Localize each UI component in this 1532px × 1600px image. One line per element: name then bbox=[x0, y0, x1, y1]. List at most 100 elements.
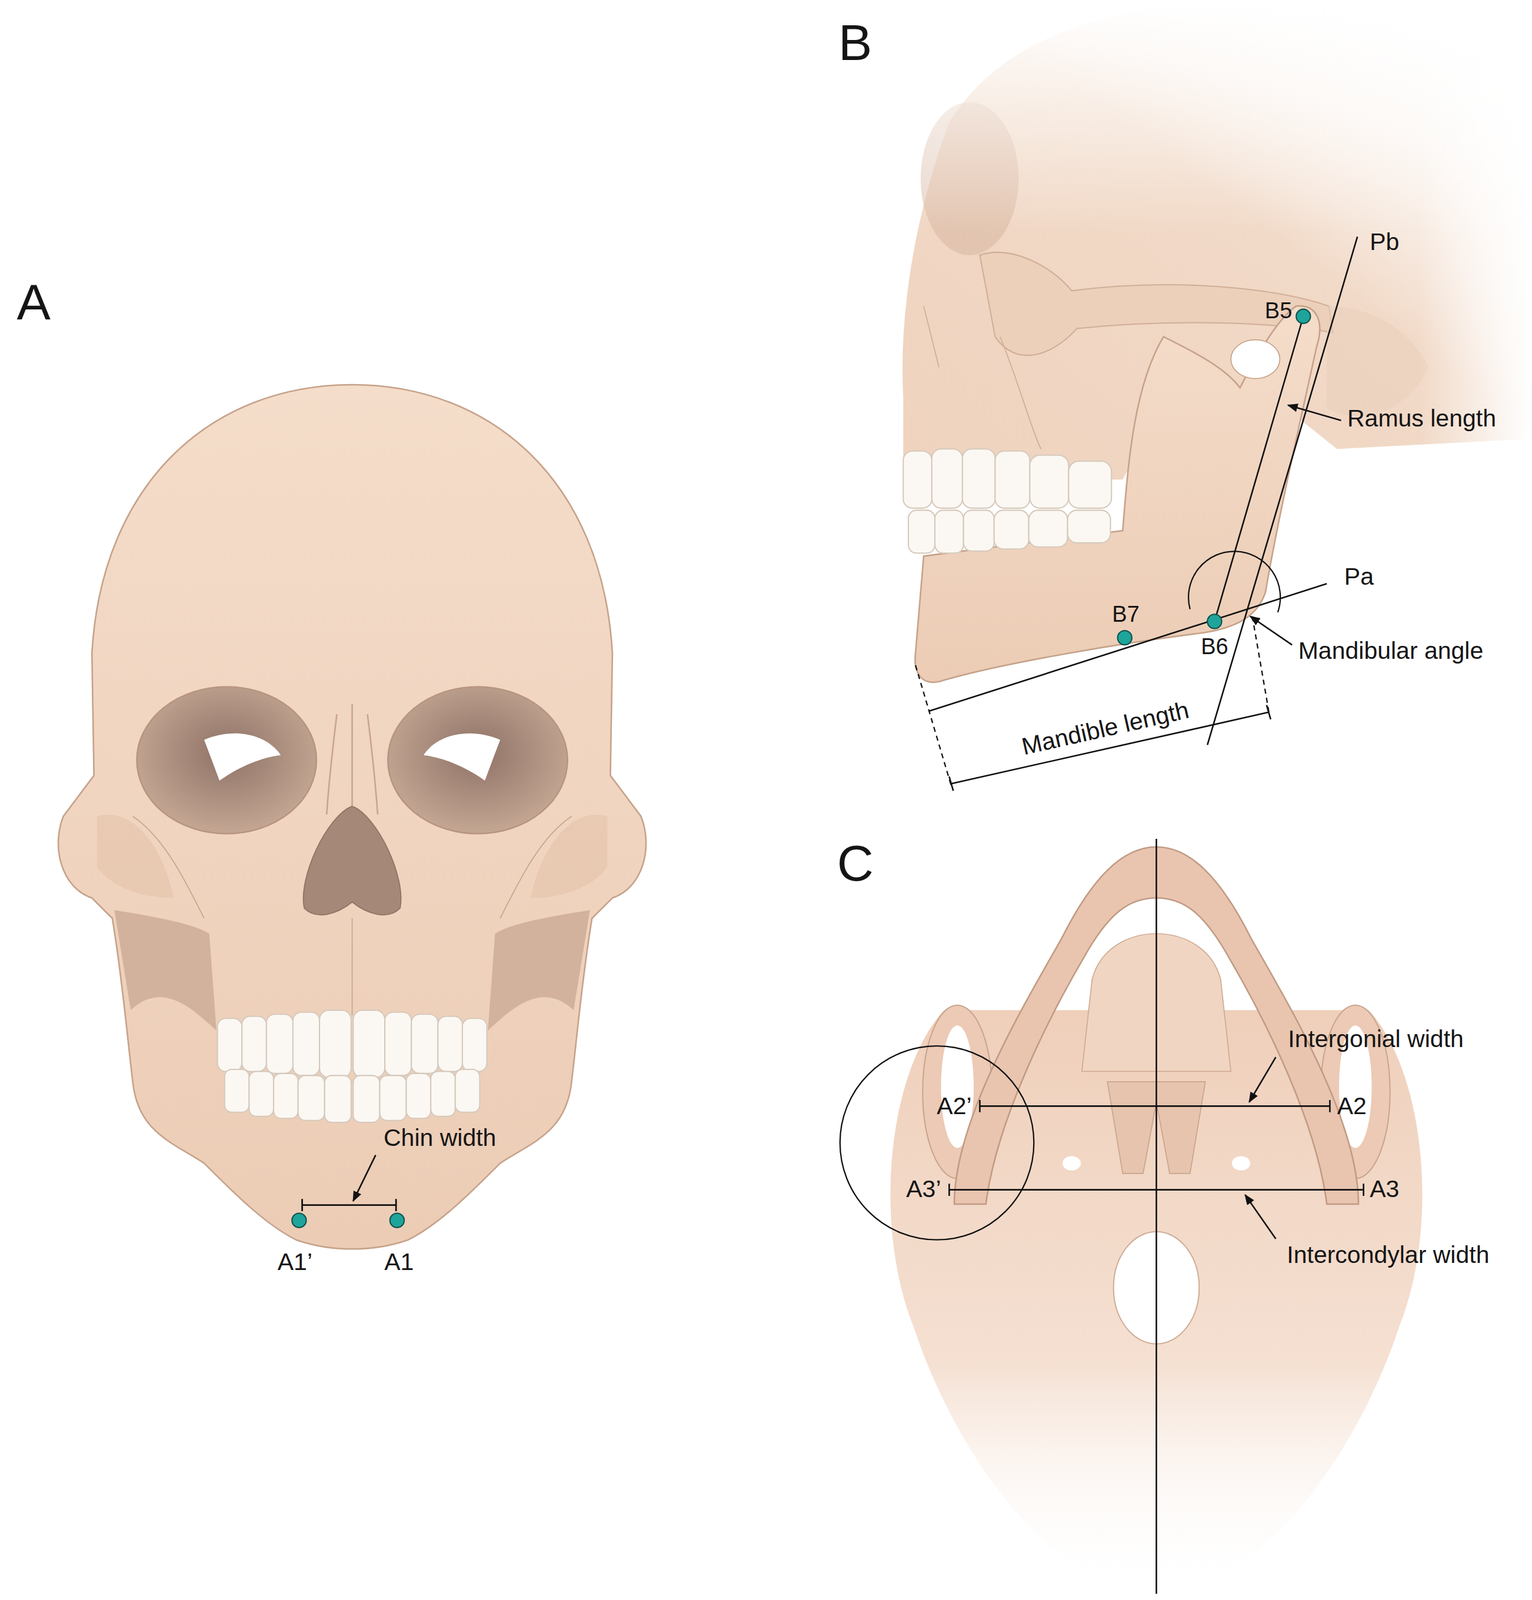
intergonial-line bbox=[979, 1100, 1330, 1113]
tooth bbox=[324, 1075, 352, 1123]
tooth bbox=[319, 1010, 352, 1078]
tooth bbox=[903, 451, 932, 509]
tooth bbox=[248, 1071, 274, 1117]
leader-arrow bbox=[1250, 616, 1292, 646]
leader-arrow bbox=[352, 1155, 376, 1202]
tooth bbox=[931, 448, 963, 509]
cheekbone-shade bbox=[530, 814, 608, 898]
foramen bbox=[1062, 1156, 1081, 1171]
lateral-skull bbox=[877, 0, 1532, 791]
tooth bbox=[962, 448, 996, 509]
reference-line-pa bbox=[928, 583, 1328, 712]
tooth bbox=[217, 1018, 243, 1072]
suture bbox=[132, 816, 572, 1016]
skull-outline bbox=[58, 384, 646, 1250]
panel-letter: B bbox=[838, 13, 872, 72]
landmark-label: A3’ bbox=[906, 1175, 941, 1204]
tooth bbox=[411, 1014, 438, 1074]
reference-line-label: Pa bbox=[1344, 563, 1374, 591]
tooth bbox=[406, 1073, 432, 1119]
region-circle bbox=[840, 1046, 1035, 1241]
orbit bbox=[387, 686, 568, 834]
midline bbox=[1155, 838, 1158, 1595]
cheekbone-shade bbox=[97, 814, 174, 898]
ramus-gap bbox=[114, 910, 216, 1031]
landmark-label: A2 bbox=[1337, 1092, 1367, 1121]
tooth bbox=[352, 1075, 380, 1123]
leader-arrow bbox=[1249, 1057, 1276, 1102]
lower-teeth-side bbox=[908, 510, 1111, 554]
landmark-point bbox=[1207, 614, 1222, 629]
landmark-label: B5 bbox=[1264, 298, 1292, 325]
upper-teeth bbox=[217, 1010, 488, 1078]
chin-width-bracket bbox=[302, 1199, 397, 1212]
orbit bbox=[137, 686, 317, 834]
leader-arrow bbox=[1287, 405, 1341, 421]
measurement-label: Ramus length bbox=[1347, 404, 1497, 433]
measurement-label: Intercondylar width bbox=[1286, 1241, 1490, 1270]
landmark-point bbox=[1296, 309, 1311, 324]
tooth bbox=[1068, 461, 1112, 509]
tooth bbox=[241, 1016, 267, 1072]
reference-line-label: Pb bbox=[1369, 228, 1400, 256]
tooth bbox=[1067, 510, 1111, 544]
upper-teeth-side bbox=[903, 448, 1112, 509]
reference-line-pb bbox=[1207, 236, 1358, 745]
tooth bbox=[934, 510, 964, 554]
fade-right bbox=[1418, 0, 1532, 531]
ramus-gap bbox=[487, 910, 590, 1031]
tooth bbox=[994, 451, 1030, 509]
landmark-point bbox=[1117, 630, 1132, 645]
tooth bbox=[1028, 510, 1068, 547]
frontal-skull bbox=[58, 384, 646, 1250]
landmark-point bbox=[390, 1213, 405, 1228]
landmark-label: B7 bbox=[1111, 601, 1139, 628]
tooth bbox=[1029, 455, 1069, 509]
tooth bbox=[292, 1012, 320, 1077]
orbital-fissure bbox=[423, 733, 501, 781]
tooth bbox=[963, 510, 995, 551]
sigmoid-notch-gap bbox=[1230, 340, 1280, 379]
landmark-label: A1 bbox=[384, 1248, 414, 1277]
tooth bbox=[462, 1018, 488, 1072]
mastoid-faded bbox=[1326, 305, 1429, 416]
landmark-label: B6 bbox=[1200, 634, 1228, 661]
tooth bbox=[266, 1014, 293, 1074]
tooth bbox=[994, 510, 1029, 549]
panel-letter: C bbox=[837, 834, 874, 893]
intercondylar-line bbox=[948, 1183, 1364, 1197]
leader-arrow bbox=[1244, 1194, 1276, 1240]
measurement-label: Mandible length bbox=[1016, 695, 1195, 762]
landmark-label: A1’ bbox=[277, 1248, 313, 1277]
measurement-label: Mandibular angle bbox=[1298, 637, 1484, 665]
panel-letter: A bbox=[17, 272, 51, 332]
tooth bbox=[908, 510, 935, 554]
landmark-label: A3 bbox=[1369, 1175, 1400, 1204]
landmark-point bbox=[291, 1213, 306, 1228]
extension-line bbox=[915, 616, 1270, 787]
tooth bbox=[437, 1016, 463, 1072]
nasal-bone bbox=[326, 704, 378, 815]
angle-arc bbox=[1188, 551, 1281, 613]
tooth bbox=[273, 1073, 299, 1119]
nasal-aperture bbox=[303, 806, 402, 915]
ramus-length-line bbox=[1214, 316, 1304, 622]
foramen bbox=[1231, 1156, 1251, 1171]
inferior-skull bbox=[840, 838, 1423, 1598]
tooth bbox=[455, 1069, 481, 1113]
lower-teeth bbox=[224, 1069, 481, 1123]
landmark-label: A2’ bbox=[936, 1092, 972, 1121]
measurement-label: Intergonial width bbox=[1287, 1025, 1464, 1054]
tooth bbox=[352, 1010, 385, 1078]
tooth bbox=[384, 1012, 412, 1077]
tooth bbox=[224, 1069, 250, 1113]
tooth bbox=[298, 1075, 325, 1121]
mandible-side bbox=[914, 305, 1320, 683]
maxilla-suture bbox=[923, 305, 1041, 449]
orbital-fissure bbox=[204, 733, 281, 781]
measurement-label: Chin width bbox=[383, 1124, 496, 1152]
tooth bbox=[430, 1071, 456, 1117]
tooth bbox=[379, 1075, 406, 1121]
